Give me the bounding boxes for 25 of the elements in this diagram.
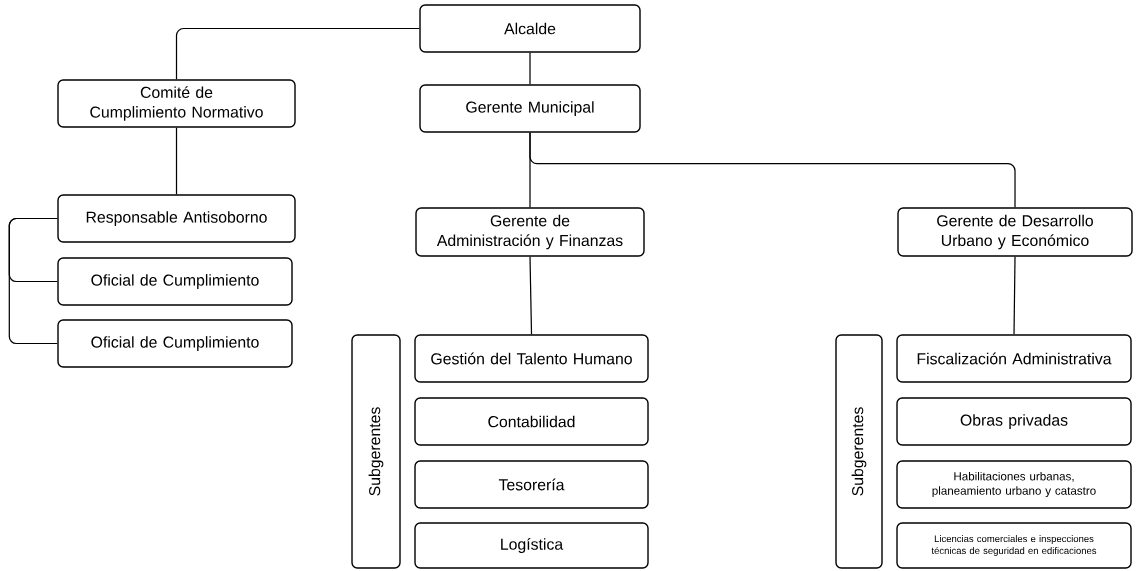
position-box: Gerente de Desarrollo Urbano y Económico: [897, 207, 1133, 257]
connector-line: [175, 127, 178, 195]
position-box: Comité de Cumplimiento Normativo: [57, 79, 296, 128]
connector-line: [1013, 256, 1016, 335]
position-box: Alcalde: [419, 4, 641, 53]
position-box: Gestión del Talento Humano: [414, 334, 649, 383]
connector-line: [175, 27, 420, 80]
position-box: Fiscalización Administrativa: [896, 334, 1132, 383]
group-label-box: Subgerentes: [351, 334, 401, 569]
position-box: Logística: [414, 522, 649, 569]
position-box: Habilitaciones urbanas, planeamiento urbano y catastro: [896, 460, 1132, 509]
connector-line: [529, 256, 533, 335]
position-box: Responsable Antisoborno: [57, 194, 296, 243]
position-box: Licencias comerciales e inspecciones técnicas de seguridad en edificaciones: [896, 522, 1132, 569]
position-box: Oficial de Cumplimiento: [57, 319, 293, 368]
position-box: Gerente de Administración y Finanzas: [415, 207, 645, 257]
position-box: Tesorería: [414, 460, 649, 509]
connector-line: [8, 217, 58, 345]
position-box: Gerente Municipal: [419, 84, 641, 133]
connector-line: [529, 132, 1016, 208]
position-box: Contabilidad: [414, 397, 649, 446]
group-label-box: Subgerentes: [835, 334, 883, 569]
position-box: Obras privadas: [896, 397, 1132, 446]
connector-line: [529, 52, 531, 85]
position-box: Oficial de Cumplimiento: [57, 257, 293, 306]
